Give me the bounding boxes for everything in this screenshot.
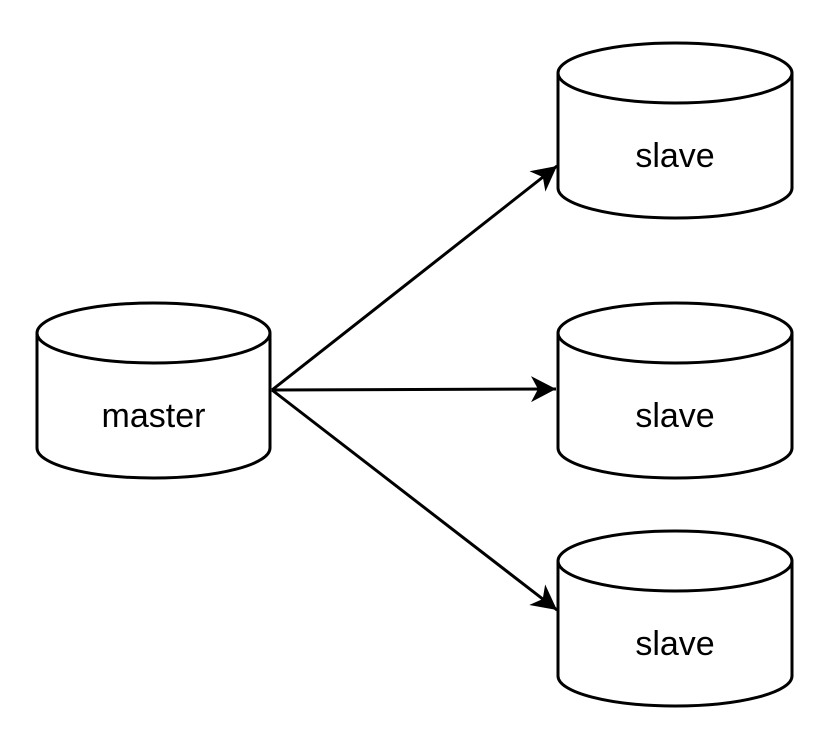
master-cylinder-top xyxy=(35,301,272,365)
slave-1-cylinder-body xyxy=(556,73,794,220)
edge-master-to-slave-2 xyxy=(271,376,557,403)
edges xyxy=(271,164,558,612)
slave-3-cylinder-top xyxy=(556,529,794,593)
slave-2-cylinder-body xyxy=(556,333,794,480)
node-slave-1: slave xyxy=(556,41,794,220)
node-slave-3: slave xyxy=(556,529,794,708)
slave-3-cylinder-body xyxy=(556,561,794,708)
edge-master-to-slave-3 xyxy=(271,388,558,612)
node-master: master xyxy=(35,301,272,480)
master-label: master xyxy=(102,397,206,435)
edge-master-to-slave-1 xyxy=(271,164,558,392)
slave-2-label: slave xyxy=(635,397,714,435)
slave-1-cylinder-top xyxy=(556,41,794,105)
node-slave-2: slave xyxy=(556,301,794,480)
slave-3-label: slave xyxy=(635,625,714,663)
slave-2-cylinder-top xyxy=(556,301,794,365)
master-cylinder-body xyxy=(35,333,272,480)
slave-1-label: slave xyxy=(635,137,714,175)
